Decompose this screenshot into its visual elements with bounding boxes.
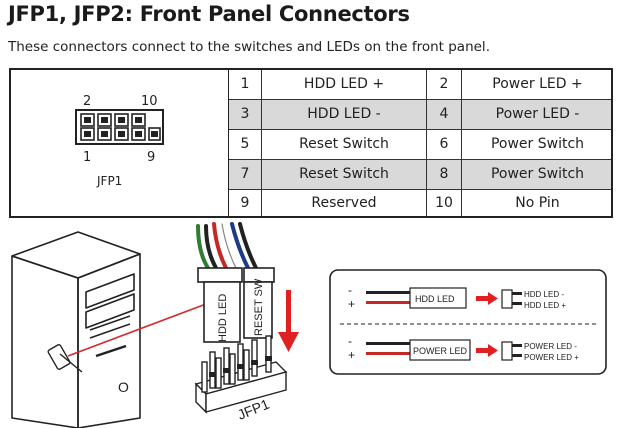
pin-number: 10	[427, 190, 462, 216]
pin-signal: Reset Switch	[262, 160, 427, 189]
pin-number: 9	[229, 190, 262, 216]
case-connector-icon	[47, 344, 83, 373]
table-row: 7 Reset Switch 8 Power Switch	[229, 160, 611, 189]
pc-case-icon	[11, 231, 141, 428]
power-pin-plus-label: POWER LED +	[524, 353, 579, 362]
page-subtitle: These connectors connect to the switches…	[8, 39, 490, 55]
pin-label-2: 2	[83, 94, 92, 109]
pin-number: 2	[427, 70, 462, 99]
power-legend-box-label: POWER LED	[413, 346, 468, 356]
table-row: 1 HDD LED + 2 Power LED +	[229, 70, 611, 99]
pin-signal: Power Switch	[490, 166, 585, 182]
pin-signal: HDD LED +	[262, 70, 427, 99]
page-title: JFP1, JFP2: Front Panel Connectors	[8, 2, 410, 26]
connection-line	[67, 303, 207, 357]
pin-header-icon	[75, 109, 164, 145]
pin-signal: Power Switch	[490, 136, 585, 152]
header-name: JFP1	[97, 174, 123, 188]
pin-label-1: 1	[83, 150, 92, 165]
pin-signal: HDD LED -	[262, 100, 427, 129]
cable-label-hdd: HDD LED	[217, 294, 229, 342]
table-row: 3 HDD LED - 4 Power LED -	[229, 100, 611, 129]
pin-assignment-table: 2 10 1 9 JFP1 1 H	[9, 68, 613, 218]
pin-number: 1	[229, 70, 262, 99]
hdd-legend-box-label: HDD LED	[415, 294, 455, 304]
cable-wires-icon	[196, 221, 258, 271]
hdd-legend-wires	[366, 287, 522, 309]
pin-number: 5	[229, 130, 262, 159]
cable-label-reset: RESET SW	[253, 278, 265, 336]
pin-label-10: 10	[141, 94, 158, 109]
pin-label-9: 9	[147, 150, 156, 165]
hdd-pin-plus-label: HDD LED +	[524, 301, 566, 310]
legend-panel	[329, 269, 607, 375]
table-row: 5 Reset Switch 6 Power Switch	[229, 130, 611, 159]
pin-signal: Power LED -	[495, 106, 580, 122]
pin-number: 7	[229, 160, 262, 189]
power-legend-wires	[366, 339, 522, 361]
pin-number: 3	[229, 100, 262, 129]
pin-number: 6	[427, 130, 462, 159]
hdd-pin-minus-label: HDD LED -	[524, 290, 564, 299]
power-minus-sign: -	[348, 334, 352, 348]
case-power-button-label: O	[118, 379, 129, 395]
header-diagram-cell: 2 10 1 9 JFP1	[11, 70, 229, 216]
pin-number: 4	[427, 100, 462, 129]
pin-signal: Reserved	[262, 190, 427, 216]
hdd-minus-sign: -	[348, 283, 352, 297]
cable-connector-icon	[197, 267, 275, 343]
power-plus-sign: +	[348, 348, 355, 362]
table-row: 9 Reserved 10 No Pin	[229, 190, 611, 216]
jfp1-header-icon	[194, 335, 288, 414]
hdd-plus-sign: +	[348, 297, 355, 311]
power-pin-minus-label: POWER LED -	[524, 342, 577, 351]
header-illustration-label: JFP1	[235, 396, 271, 423]
pin-signal: No Pin	[515, 195, 560, 211]
insert-arrow-icon	[278, 290, 299, 352]
pin-signal: Reset Switch	[262, 130, 427, 159]
pin-number: 8	[427, 160, 462, 189]
pin-rows: 1 HDD LED + 2 Power LED + 3 HDD LED - 4 …	[229, 70, 611, 216]
pin-signal: Power LED +	[492, 76, 583, 92]
